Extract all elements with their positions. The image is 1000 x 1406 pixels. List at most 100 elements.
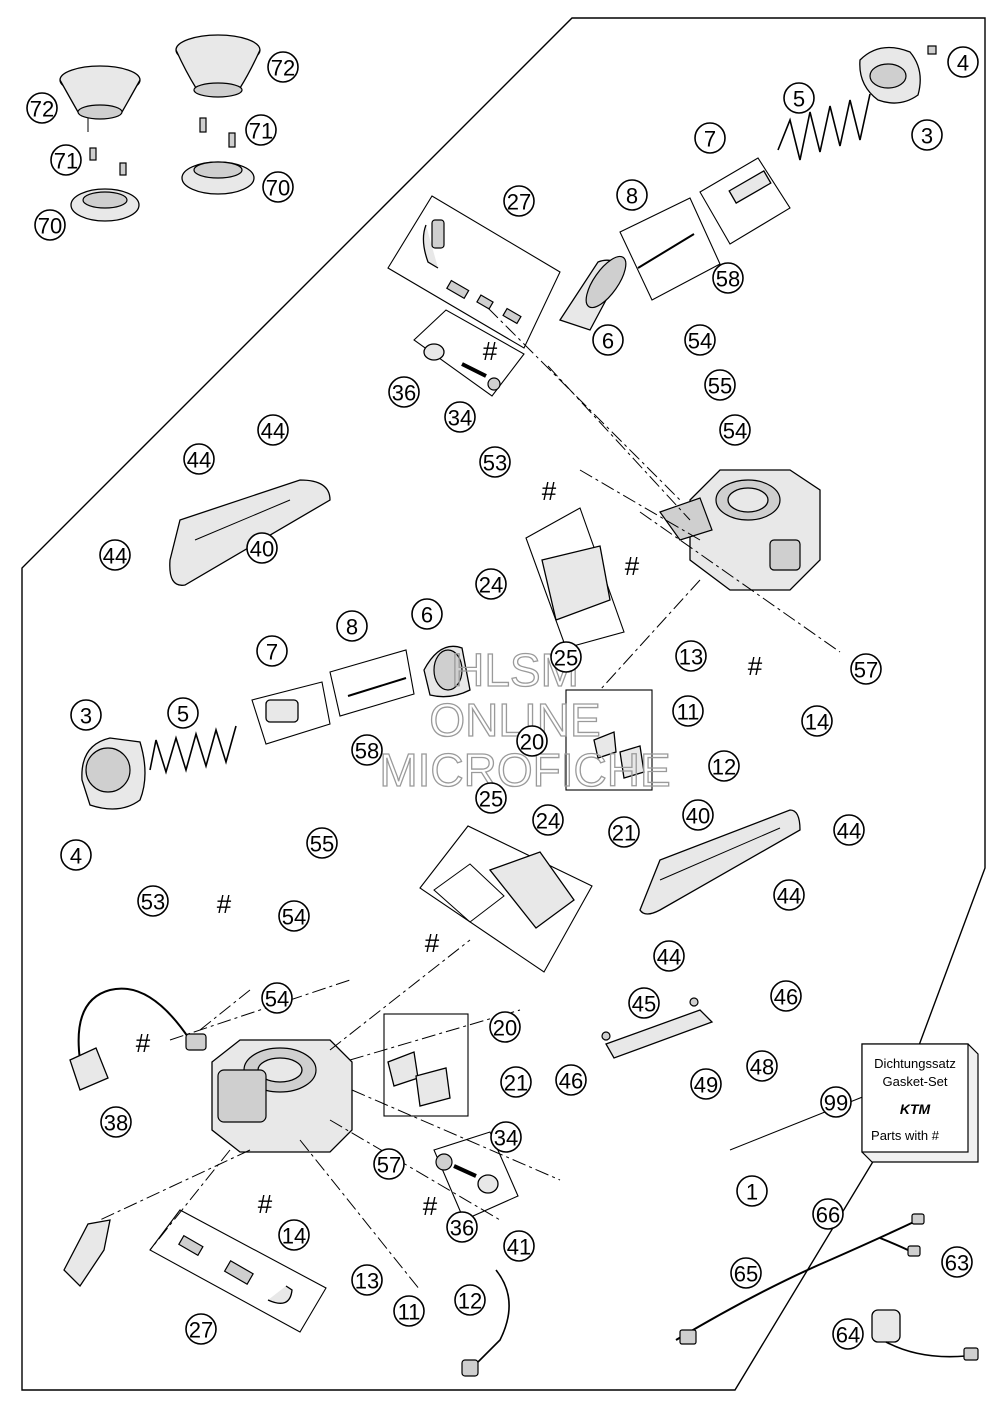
callout-label: 66 xyxy=(816,1203,840,1228)
side-plate-bottom xyxy=(639,809,801,915)
callout-circle xyxy=(267,51,299,83)
callout-circle xyxy=(479,446,511,478)
callout-label: 71 xyxy=(54,149,78,174)
gasket-kit-hash-mark: # xyxy=(748,651,763,681)
callout-46-right: 46 xyxy=(770,980,802,1012)
callout-circle xyxy=(50,144,82,176)
callout-label: 46 xyxy=(559,1069,583,1094)
callout-circle xyxy=(783,82,815,114)
callout-1: 1 xyxy=(736,1175,768,1207)
callout-circle xyxy=(475,568,507,600)
callout-14-bottom: 14 xyxy=(278,1219,310,1251)
callout-58-top: 58 xyxy=(712,262,744,294)
callout-label: 6 xyxy=(602,329,614,354)
callout-circle xyxy=(278,1219,310,1251)
callout-12-top: 12 xyxy=(708,750,740,782)
callout-circle xyxy=(550,641,582,673)
callout-label: 99 xyxy=(824,1091,848,1116)
callout-circle xyxy=(246,532,278,564)
gasket-kit-hash-mark: # xyxy=(483,336,498,366)
callout-6-mid: 6 xyxy=(411,598,443,630)
callout-label: 3 xyxy=(80,704,92,729)
callout-label: 13 xyxy=(679,645,703,670)
callout-label: 53 xyxy=(141,890,165,915)
callout-64: 64 xyxy=(832,1318,864,1350)
callout-label: 55 xyxy=(708,374,732,399)
callout-circle xyxy=(708,750,740,782)
gasket-kit-hash-mark: # xyxy=(258,1189,273,1219)
callout-40-bottom: 40 xyxy=(682,799,714,831)
gasket-kit-hash-mark: # xyxy=(217,889,232,919)
callout-label: 40 xyxy=(686,804,710,829)
bottom-float-parts-box xyxy=(383,1013,469,1117)
callout-circle xyxy=(336,610,368,642)
callout-circle xyxy=(746,1050,778,1082)
callout-label: 44 xyxy=(103,544,127,569)
gasket-kit-hash-mark: # xyxy=(425,928,440,958)
callout-label: 44 xyxy=(837,819,861,844)
gasket-kit-hash-mark: # xyxy=(542,476,557,506)
callout-circle xyxy=(60,839,92,871)
callout-label: 13 xyxy=(355,1269,379,1294)
hash-layer: ######### xyxy=(136,336,763,1221)
callout-circle xyxy=(245,114,277,146)
callout-circle xyxy=(947,46,979,78)
callout-72-left: 72 xyxy=(26,92,58,124)
callout-label: 4 xyxy=(70,844,82,869)
callout-label: 8 xyxy=(626,184,638,209)
callout-71-right: 71 xyxy=(245,114,277,146)
callout-4-bottom: 4 xyxy=(60,839,92,871)
callout-53-bottom: 53 xyxy=(137,885,169,917)
callout-12-bottom: 12 xyxy=(454,1284,486,1316)
callout-label: 71 xyxy=(249,119,273,144)
callout-label: 58 xyxy=(716,267,740,292)
callout-48: 48 xyxy=(746,1050,778,1082)
callout-label: 72 xyxy=(271,56,295,81)
callout-circle xyxy=(682,799,714,831)
callout-circle xyxy=(911,119,943,151)
callout-21-bottom: 21 xyxy=(500,1066,532,1098)
callout-circle xyxy=(684,324,716,356)
callout-label: 11 xyxy=(677,700,700,725)
intake-funnel-right xyxy=(175,34,261,195)
callout-44-bottom-c: 44 xyxy=(653,940,685,972)
callout-label: 27 xyxy=(507,190,531,215)
callout-circle xyxy=(446,1211,478,1243)
intake-funnel-left xyxy=(59,65,141,222)
callout-circle xyxy=(261,982,293,1014)
callout-8-mid: 8 xyxy=(336,610,368,642)
callout-circle xyxy=(489,1011,521,1043)
callout-circle xyxy=(444,401,476,433)
top-enrichener-box xyxy=(413,309,525,397)
callout-label: 55 xyxy=(310,832,334,857)
callout-circle xyxy=(100,1106,132,1138)
throttle-sensor-cable xyxy=(69,987,207,1091)
callout-circle xyxy=(411,598,443,630)
callout-circle xyxy=(770,980,802,1012)
sensor-64 xyxy=(871,1309,979,1361)
callout-circle xyxy=(694,122,726,154)
callout-99: 99 xyxy=(820,1086,852,1118)
gasket-set-box: Dichtungssatz Gasket-Set KTM Parts with … xyxy=(861,1043,979,1163)
callout-5-top: 5 xyxy=(783,82,815,114)
callout-label: 25 xyxy=(554,646,578,671)
callout-label: 8 xyxy=(346,615,358,640)
callout-21-top: 21 xyxy=(608,816,640,848)
upper-carburetor-body xyxy=(659,469,821,591)
callout-circle xyxy=(262,171,294,203)
callout-3-top: 3 xyxy=(911,119,943,151)
callout-circle xyxy=(351,1264,383,1296)
callout-label: 57 xyxy=(377,1153,401,1178)
callout-label: 44 xyxy=(261,419,285,444)
callout-24-bottom: 24 xyxy=(532,804,564,836)
callout-27-bottom: 27 xyxy=(185,1313,217,1345)
callout-label: 7 xyxy=(704,127,716,152)
callout-57-bottom: 57 xyxy=(373,1148,405,1180)
callout-8-top: 8 xyxy=(616,179,648,211)
lower-carburetor-body xyxy=(211,1039,353,1153)
callout-24-top: 24 xyxy=(475,568,507,600)
callout-label: 54 xyxy=(688,329,712,354)
callout-circle xyxy=(592,324,624,356)
callout-72-right: 72 xyxy=(267,51,299,83)
